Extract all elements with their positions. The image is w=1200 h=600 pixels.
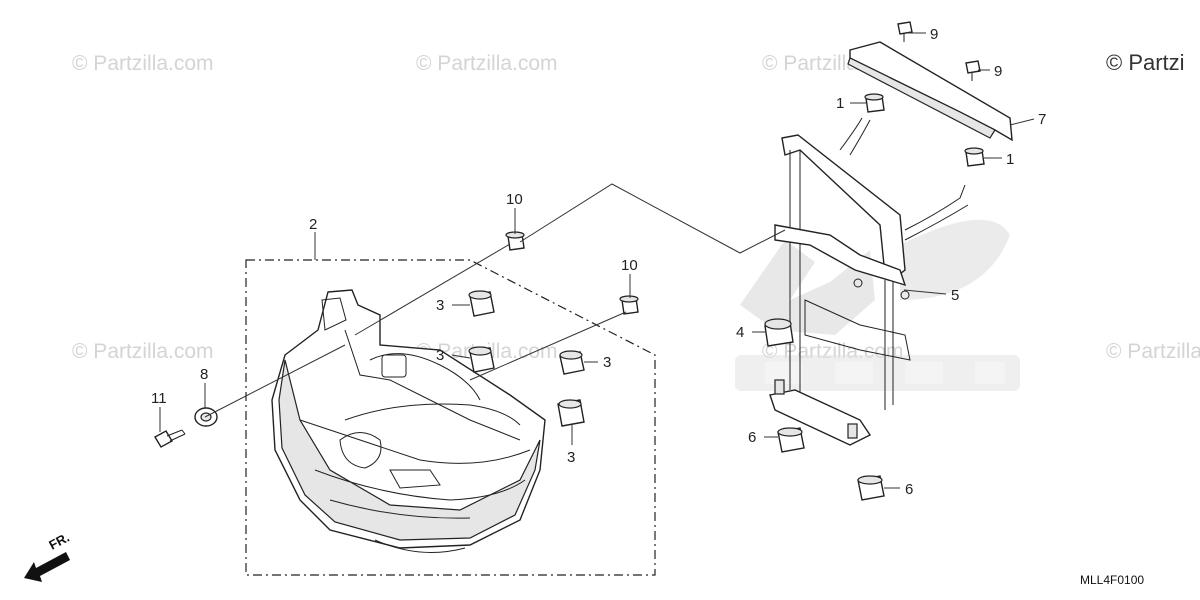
bushing-part-3 — [468, 290, 495, 317]
front-direction-label: FR. — [46, 530, 72, 553]
front-direction-indicator: FR. — [24, 530, 72, 582]
watermark-text: © Partzilla.com — [72, 52, 214, 75]
bushing-part-3 — [559, 350, 585, 375]
diagram-code: MLL4F0100 — [1080, 573, 1144, 587]
grommet-parts-6 — [777, 427, 885, 501]
callout-6[interactable]: 6 — [905, 481, 913, 498]
watermark-text: © Partzilla.com — [72, 340, 214, 363]
watermark-corner-text: © Partzi — [1106, 50, 1185, 75]
watermark-text: © Partzilla.com — [1106, 340, 1200, 363]
callout-3[interactable]: 3 — [567, 449, 575, 466]
callout-3[interactable]: 3 — [436, 297, 444, 314]
callout-11[interactable]: 11 — [151, 390, 167, 407]
callout-4[interactable]: 4 — [736, 324, 744, 341]
callout-10[interactable]: 10 — [621, 257, 638, 274]
callout-9[interactable]: 9 — [930, 26, 938, 43]
callout-3[interactable]: 3 — [436, 347, 444, 364]
clip-parts-9 — [897, 21, 981, 81]
brand-logo-watermark — [735, 219, 1020, 391]
bushing-part-3 — [468, 346, 495, 373]
bolt-part-11 — [154, 429, 186, 448]
callout-10[interactable]: 10 — [506, 191, 523, 208]
callout-1[interactable]: 1 — [836, 95, 844, 112]
callout-5[interactable]: 5 — [951, 287, 959, 304]
rubber-mount-part-4 — [764, 318, 794, 347]
headlight-unit-drawing — [271, 289, 546, 553]
collar-parts — [505, 231, 639, 315]
callout-7[interactable]: 7 — [1038, 111, 1046, 128]
bushing-part-3 — [557, 399, 585, 427]
callout-8[interactable]: 8 — [200, 366, 208, 383]
callout-3[interactable]: 3 — [603, 354, 611, 371]
callout-labels: 2 10 10 3 3 3 3 8 11 4 5 7 9 9 1 1 6 6 — [151, 26, 1046, 498]
callout-2[interactable]: 2 — [309, 216, 317, 233]
callout-1[interactable]: 1 — [1006, 151, 1014, 168]
watermark-text: © Partzilla.com — [416, 52, 558, 75]
headlight-bracket-part-5 — [769, 117, 969, 446]
rubber-bushing-parts — [468, 290, 585, 427]
bracket-cover-part-7 — [847, 41, 1013, 142]
front-arrow-icon — [24, 552, 70, 582]
cushion-parts-1 — [864, 93, 985, 167]
leader-lines — [159, 32, 1035, 489]
watermark-layer: © Partzilla.com © Partzilla.com © Partzi… — [72, 50, 1200, 363]
callout-6[interactable]: 6 — [748, 429, 756, 446]
callout-9[interactable]: 9 — [994, 63, 1002, 80]
